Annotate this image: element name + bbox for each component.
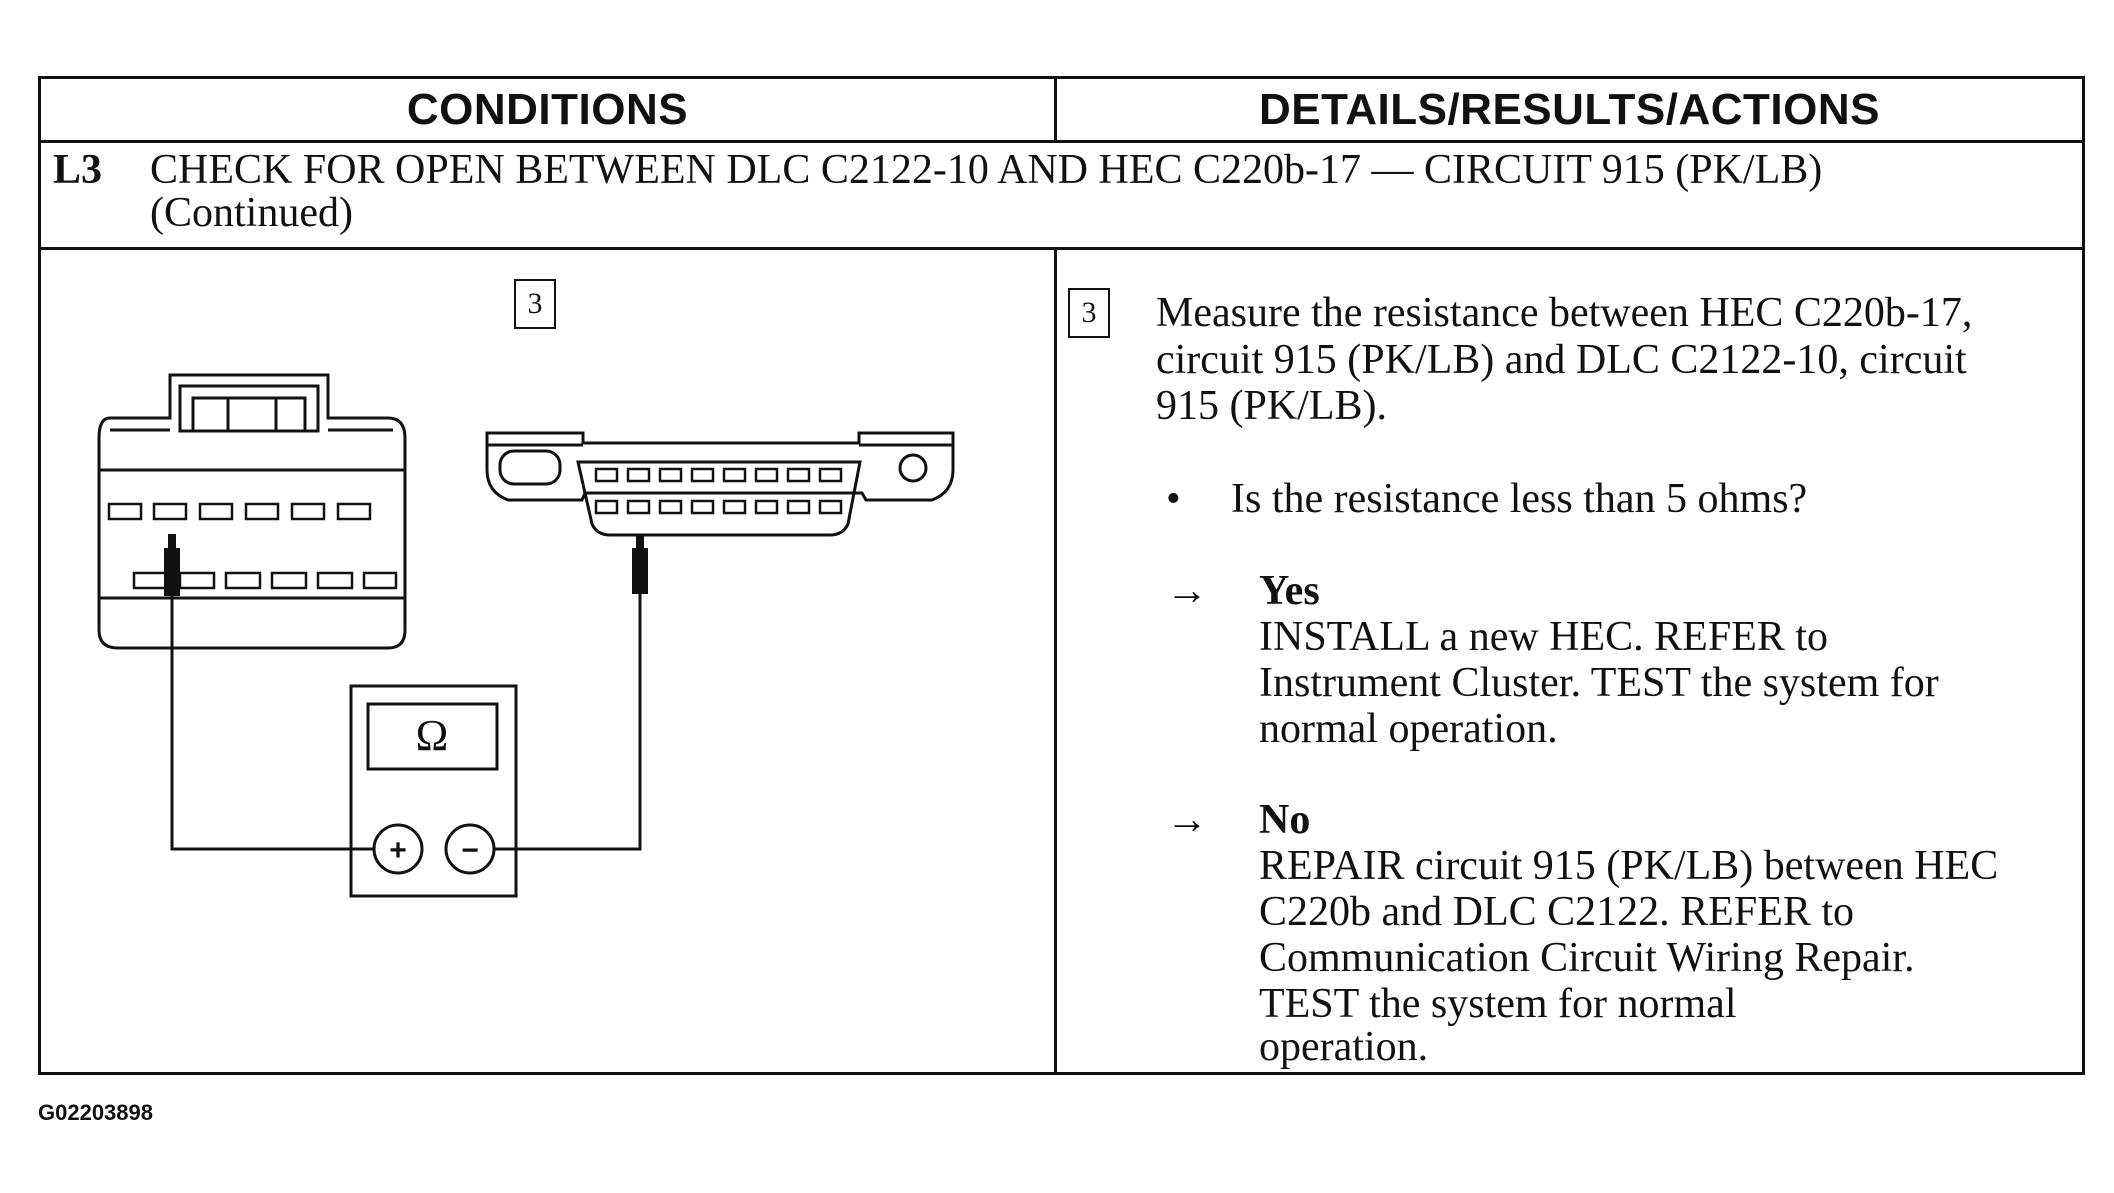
yes-line-3: normal operation. <box>1259 706 1558 752</box>
column-divider-bottom <box>1054 247 1057 1075</box>
no-line-5: operation. <box>1259 1024 1429 1070</box>
test-leads <box>170 548 642 851</box>
minus-terminal-symbol: − <box>461 834 479 867</box>
ohmmeter <box>349 684 518 898</box>
no-line-4: TEST the system for normal <box>1259 981 1737 1027</box>
instruction-line-1: Measure the resistance between HEC C220b… <box>1156 290 1973 336</box>
yes-line-1: INSTALL a new HEC. REFER to <box>1259 614 1829 660</box>
yes-line-2: Instrument Cluster. TEST the system for <box>1259 660 1939 706</box>
step-number: L3 <box>53 147 103 193</box>
hec-connector <box>97 373 407 650</box>
no-line-1: REPAIR circuit 915 (PK/LB) between HEC <box>1259 843 1999 889</box>
header-divider <box>41 140 2082 143</box>
yes-label: Yes <box>1259 568 1320 614</box>
column-divider-top <box>1054 79 1057 141</box>
step-title: CHECK FOR OPEN BETWEEN DLC C2122-10 AND … <box>150 147 1823 193</box>
instruction-line-3: 915 (PK/LB). <box>1156 383 1387 429</box>
step-divider <box>41 247 2082 250</box>
yes-arrow-icon: → <box>1166 568 1208 614</box>
no-line-2: C220b and DLC C2122. REFER to <box>1259 889 1855 935</box>
no-arrow-icon: → <box>1166 797 1208 843</box>
conditions-header: CONDITIONS <box>406 85 689 134</box>
plus-terminal-symbol: + <box>389 834 407 867</box>
procedure-table: CONDITIONS DETAILS/RESULTS/ACTIONS L3 CH… <box>38 76 2085 1075</box>
step-row: L3 CHECK FOR OPEN BETWEEN DLC C2122-10 A… <box>41 141 2082 247</box>
test-probes <box>164 534 648 596</box>
step-continued: (Continued) <box>150 190 353 236</box>
dlc-connector <box>485 431 955 537</box>
details-step-ref: 3 <box>1068 288 1110 338</box>
instruction-line-2: circuit 915 (PK/LB) and DLC C2122-10, ci… <box>1156 337 1967 383</box>
no-line-3: Communication Circuit Wiring Repair. <box>1259 935 1915 981</box>
ohm-symbol: Ω <box>416 711 449 760</box>
diagram-step-ref: 3 <box>514 279 556 329</box>
details-header: DETAILS/RESULTS/ACTIONS <box>1259 85 1880 134</box>
question-bullet: • <box>1166 476 1181 522</box>
question-text: Is the resistance less than 5 ohms? <box>1231 476 1808 522</box>
no-label: No <box>1259 797 1311 843</box>
figure-id: G02203898 <box>38 1100 153 1125</box>
